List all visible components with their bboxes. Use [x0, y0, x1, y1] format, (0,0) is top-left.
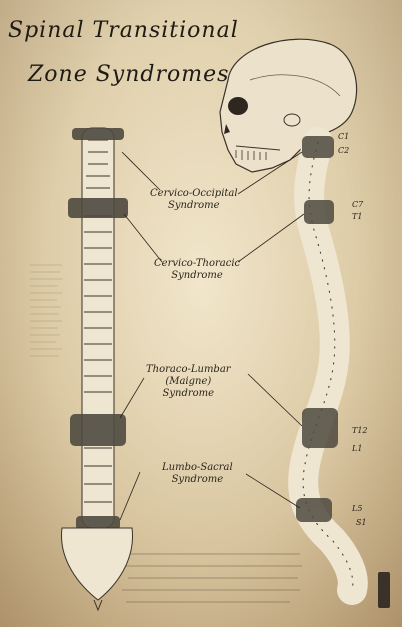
- label-line: Syndrome: [171, 270, 223, 281]
- syndrome-label-thoraco-lumbar: Thoraco-Lumbar (Maigne) Syndrome: [146, 364, 231, 400]
- label-line: Syndrome: [162, 388, 215, 399]
- sacrum: [61, 527, 134, 601]
- label-line: Cervico-Occipital: [150, 188, 238, 199]
- vertebra-label-c7: C7: [352, 200, 364, 209]
- label-line: Lumbo-Sacral: [162, 462, 233, 473]
- vertebra-label-l1: L1: [352, 444, 363, 453]
- syndrome-label-lumbo-sacral: Lumbo-Sacral Syndrome: [162, 462, 233, 486]
- lateral-highlight-bands: [296, 136, 338, 522]
- syndrome-label-cervico-thoracic: Cervico-Thoracic Syndrome: [154, 258, 240, 282]
- vertebra-label-s1: S1: [356, 518, 367, 527]
- artist-stamp: [378, 572, 390, 608]
- handwriting-bottom: [120, 553, 302, 603]
- posterior-spine: [61, 127, 134, 612]
- poster-title-line-1: Spinal Transitional: [8, 18, 239, 43]
- handwriting-left: [30, 264, 63, 357]
- leader-lines: [119, 151, 305, 521]
- label-line: Cervico-Thoracic: [154, 258, 241, 269]
- label-line: (Maigne): [165, 376, 212, 387]
- vertebra-label-c1: C1: [338, 132, 350, 141]
- label-line: Syndrome: [168, 200, 220, 211]
- skull-drawing: [219, 38, 358, 173]
- syndrome-label-cervico-occipital: Cervico-Occipital Syndrome: [150, 188, 238, 212]
- vertebra-label-l5: L5: [352, 504, 363, 513]
- vertebra-label-t1: T1: [352, 212, 363, 221]
- vertebra-label-t12: T12: [352, 426, 368, 435]
- label-line: Syndrome: [171, 474, 224, 485]
- label-line: Thoraco-Lumbar: [146, 364, 231, 375]
- poster-title-line-2: Zone Syndromes: [28, 62, 230, 87]
- vertebra-label-c2: C2: [338, 146, 350, 155]
- posterior-highlight-bands: [68, 128, 128, 530]
